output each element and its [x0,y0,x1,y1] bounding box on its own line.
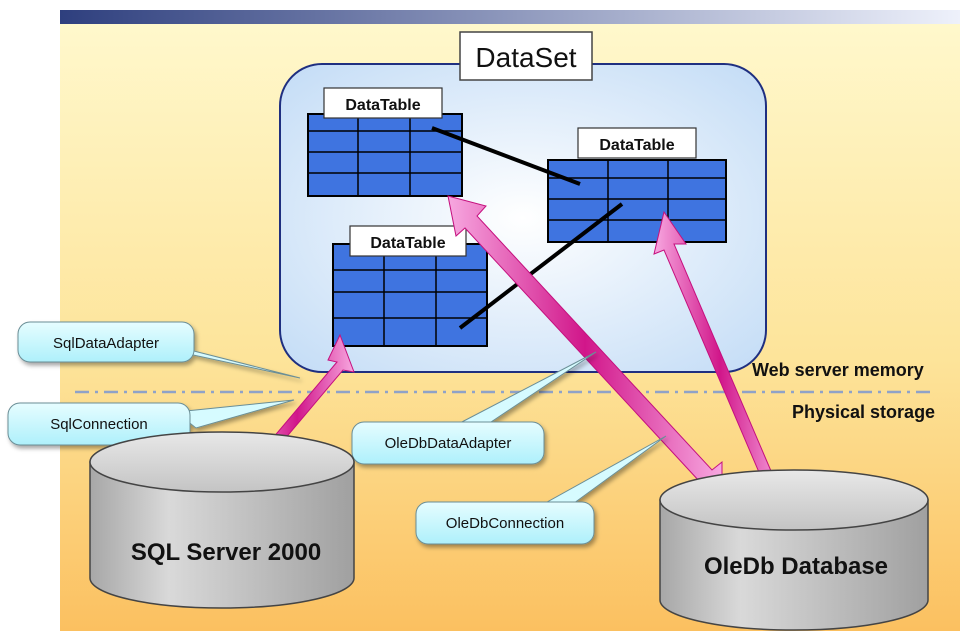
top-bar [60,10,960,24]
datatable-label: DataTable [599,137,674,154]
oledb-connection-label: OleDbConnection [446,515,564,532]
datatable-1: DataTable [307,87,463,197]
datatable-label: DataTable [345,97,420,114]
callout-oledb-data-adapter [351,351,597,465]
sql-server-label: SQL Server 2000 [131,539,321,566]
datatable-label-box [577,127,697,159]
sql-connection-label: SqlConnection [50,416,148,433]
relation-line [431,126,581,186]
dataset-label-box [459,31,593,81]
datatable-3: DataTable [332,225,488,347]
physical-storage-label: Physical storage [792,402,935,422]
callout-oledb-connection [415,435,667,545]
datatable-label-box [349,225,467,257]
database-oledb [659,469,929,631]
callout-sql-connection [7,399,295,446]
dataset-label: DataSet [475,42,576,73]
datatable-grid [332,243,488,347]
oledb-database-label: OleDb Database [704,553,888,580]
relation-line [458,202,624,330]
datatable-grid [547,159,727,243]
database-sql-server [89,431,355,609]
datatable-grid [307,113,463,197]
datatable-2: DataTable [547,127,727,243]
datatable-label-box [323,87,443,119]
web-server-memory-label: Web server memory [752,360,924,380]
sql-data-adapter-label: SqlDataAdapter [53,335,159,352]
callout-sql-data-adapter [17,321,301,379]
oledb-data-adapter-label: OleDbDataAdapter [385,435,512,452]
datatable-label: DataTable [370,235,445,252]
